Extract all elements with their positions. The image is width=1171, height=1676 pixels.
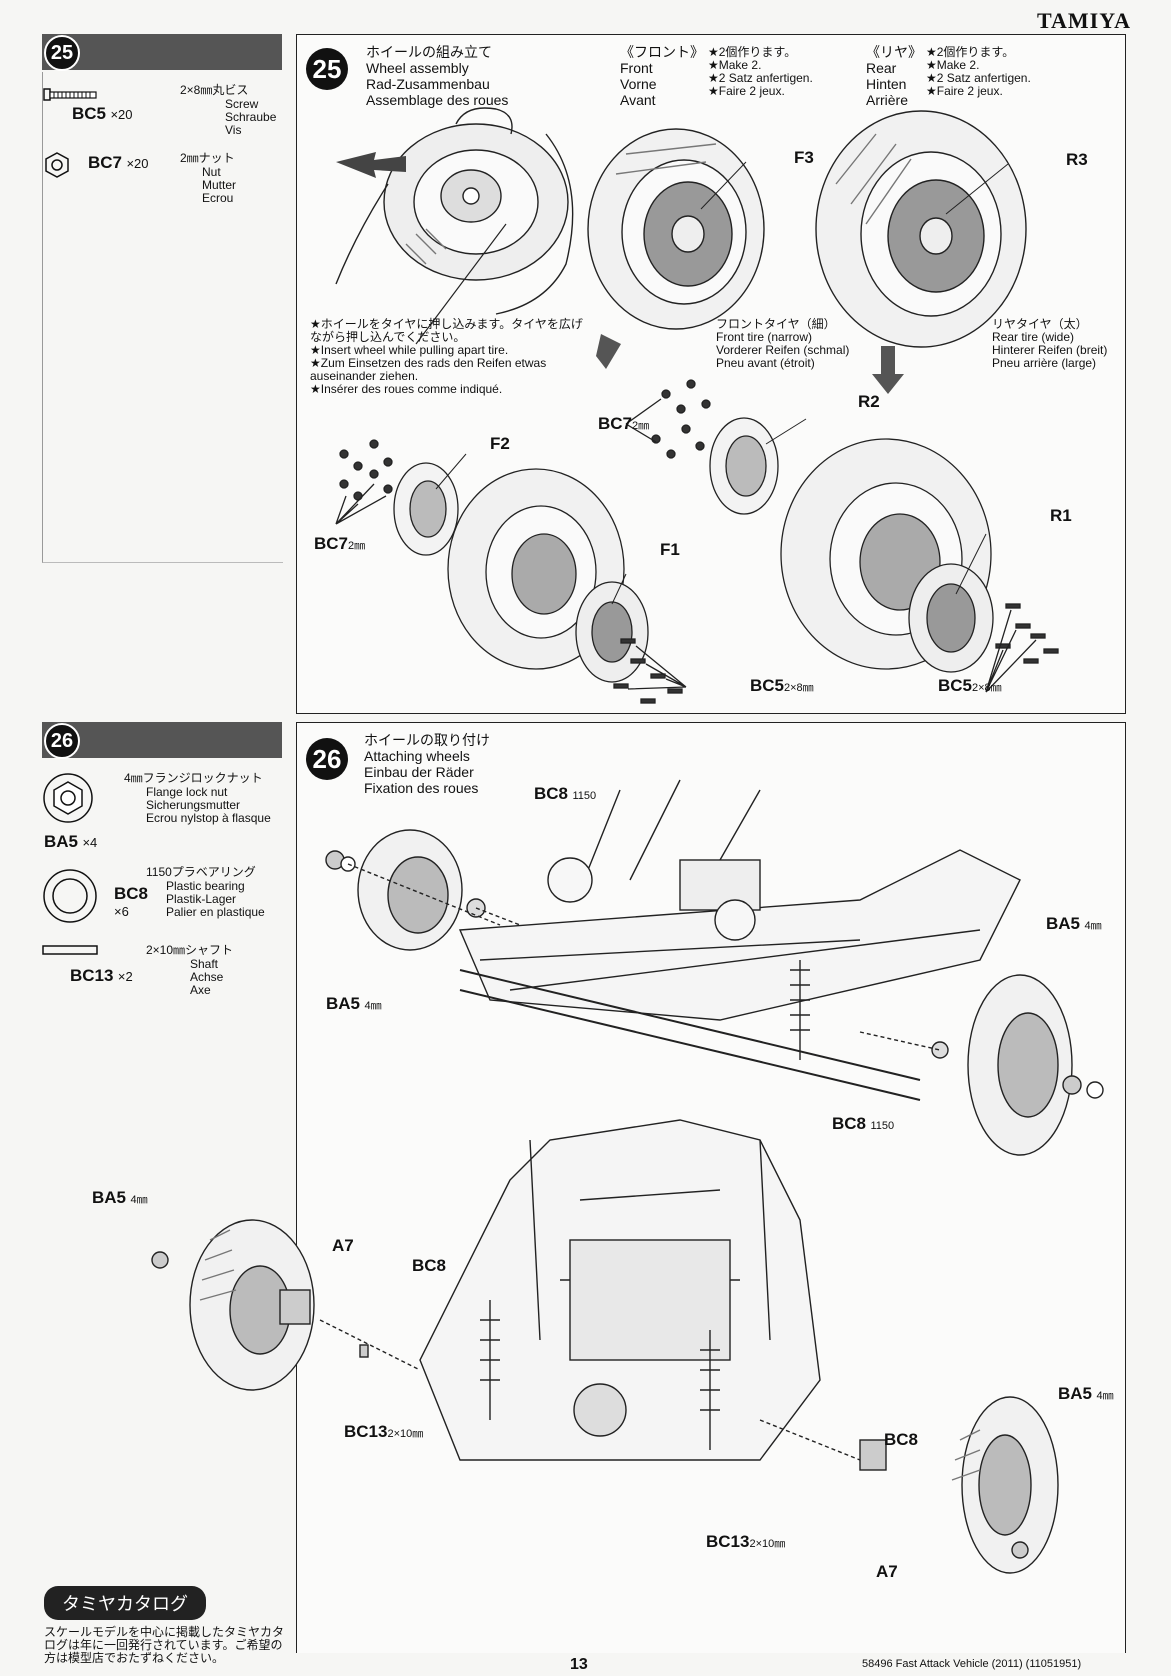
- step26-panel-number: 26: [306, 738, 348, 780]
- label-f3: F3: [794, 148, 814, 167]
- label-bc5-rear: BC52×8㎜: [938, 676, 1002, 695]
- screw-icon: [43, 88, 97, 101]
- catalog-title: タミヤカタログ: [44, 1586, 206, 1620]
- shaft-icon: [42, 945, 98, 955]
- label-f1: F1: [660, 540, 680, 559]
- label-r3: R3: [1066, 150, 1088, 169]
- label-r2: R2: [858, 392, 880, 411]
- rear-exploded-illustration: [625, 379, 1059, 693]
- label-ba5-left-front: BA5 4㎜: [326, 994, 382, 1013]
- label-bc8-rear-right: BC8: [884, 1430, 919, 1449]
- bc7-desc: Nut Mutter Ecrou: [202, 165, 237, 205]
- label-bc13-right: BC132×10㎜: [706, 1532, 786, 1551]
- wheel-attach-illustration: [151, 779, 1104, 1574]
- left-arrow-icon: [336, 152, 406, 178]
- bc5-desc: Screw Schraube Vis: [225, 97, 277, 137]
- label-bc7-front: BC72㎜: [314, 534, 366, 553]
- step26-header-bar: [42, 722, 282, 758]
- front-make-note: ★2個作ります。 ★Make 2. ★2 Satz anfertigen. ★F…: [708, 45, 813, 98]
- step25-parts-box: [42, 72, 283, 563]
- rear-tire-r3-illustration: [815, 110, 1027, 348]
- plastic-bearing-icon: [43, 869, 97, 923]
- label-a7-left: A7: [332, 1236, 354, 1255]
- label-bc8-bottom: BC8 1150: [832, 1114, 895, 1133]
- bc13-part: BC13 ×2: [70, 966, 133, 985]
- rear-make-note: ★2個作ります。 ★Make 2. ★2 Satz anfertigen. ★F…: [926, 45, 1031, 98]
- label-ba5-rear-left: BA5 4㎜: [92, 1188, 148, 1207]
- ba5-size: 4㎜フランジロックナット: [124, 771, 263, 785]
- front-tire-caption: フロントタイヤ（細） Front tire (narrow) Vorderer …: [716, 317, 850, 370]
- bc13-size: 2×10㎜シャフト: [146, 943, 234, 957]
- down-arrow-front-icon: [596, 334, 621, 369]
- bc7-size: 2㎜ナット: [180, 151, 235, 165]
- step25-header-bar: [42, 34, 282, 70]
- front-chassis-illustration: [325, 779, 1104, 1156]
- step26-number: 26: [44, 723, 80, 759]
- step26-title: ホイールの取り付け Attaching wheels Einbau der Rä…: [364, 732, 490, 796]
- label-ba5-right: BA5 4㎜: [1046, 914, 1102, 933]
- label-f2: F2: [490, 434, 510, 453]
- nut-icon: [45, 152, 69, 178]
- hand-insert-illustration: [335, 107, 574, 315]
- front-heading: 《フロント》 Front Vorne Avant: [620, 44, 704, 108]
- bc13-desc: Shaft Achse Axe: [190, 957, 224, 997]
- bc5-size: 2×8㎜丸ビス: [180, 83, 249, 97]
- label-bc8-top: BC8 1150: [534, 784, 597, 803]
- label-bc7-rear: BC72㎜: [598, 414, 650, 433]
- flange-nut-icon: [43, 773, 93, 823]
- bc8-part: BC8 ×6: [114, 884, 149, 919]
- step25-number: 25: [44, 35, 80, 71]
- bc7-part: BC7 ×20: [88, 153, 149, 172]
- bc5-part: BC5 ×20: [72, 104, 133, 123]
- rear-heading: 《リヤ》 Rear Hinten Arrière: [866, 44, 922, 108]
- catalog-text: スケールモデルを中心に掲載したタミヤカタ ログは年に一回発行されています。ご希望…: [44, 1625, 285, 1665]
- bc8-size: 1150プラベアリング: [146, 865, 256, 879]
- label-a7-right: A7: [876, 1562, 898, 1581]
- label-ba5-rear-right: BA5 4㎜: [1058, 1384, 1114, 1403]
- down-arrow-rear-icon: [872, 346, 904, 394]
- bc8-desc: Plastic bearing Plastik-Lager Palier en …: [166, 879, 265, 919]
- step25-title: ホイールの組み立て Wheel assembly Rad-Zusammenbau…: [366, 44, 509, 108]
- label-r1: R1: [1050, 506, 1072, 525]
- insert-wheel-note: ★ホイールをタイヤに押し込みます。タイヤを広げ ながら押し込んでください。 ★I…: [310, 317, 583, 396]
- ba5-part: BA5 ×4: [44, 832, 98, 851]
- label-bc8-rear-left: BC8: [412, 1256, 447, 1275]
- wheel-assembly-illustration: [335, 107, 1059, 704]
- brand-logo: TAMIYA: [1036, 8, 1131, 33]
- label-bc5-front: BC52×8㎜: [750, 676, 814, 695]
- footer-code: 58496 Fast Attack Vehicle (2011) (110519…: [862, 1658, 1082, 1670]
- step25-panel-number: 25: [306, 48, 348, 90]
- front-tire-f3-illustration: [587, 128, 765, 330]
- front-exploded-illustration: [335, 439, 687, 704]
- rear-tire-caption: リヤタイヤ（太） Rear tire (wide) Hinterer Reife…: [992, 317, 1108, 370]
- page-number: 13: [570, 1656, 588, 1673]
- label-bc13-left: BC132×10㎜: [344, 1422, 424, 1441]
- rear-chassis-illustration: [151, 1119, 1059, 1574]
- ba5-desc: Flange lock nut Sicherungsmutter Ecrou n…: [146, 785, 271, 825]
